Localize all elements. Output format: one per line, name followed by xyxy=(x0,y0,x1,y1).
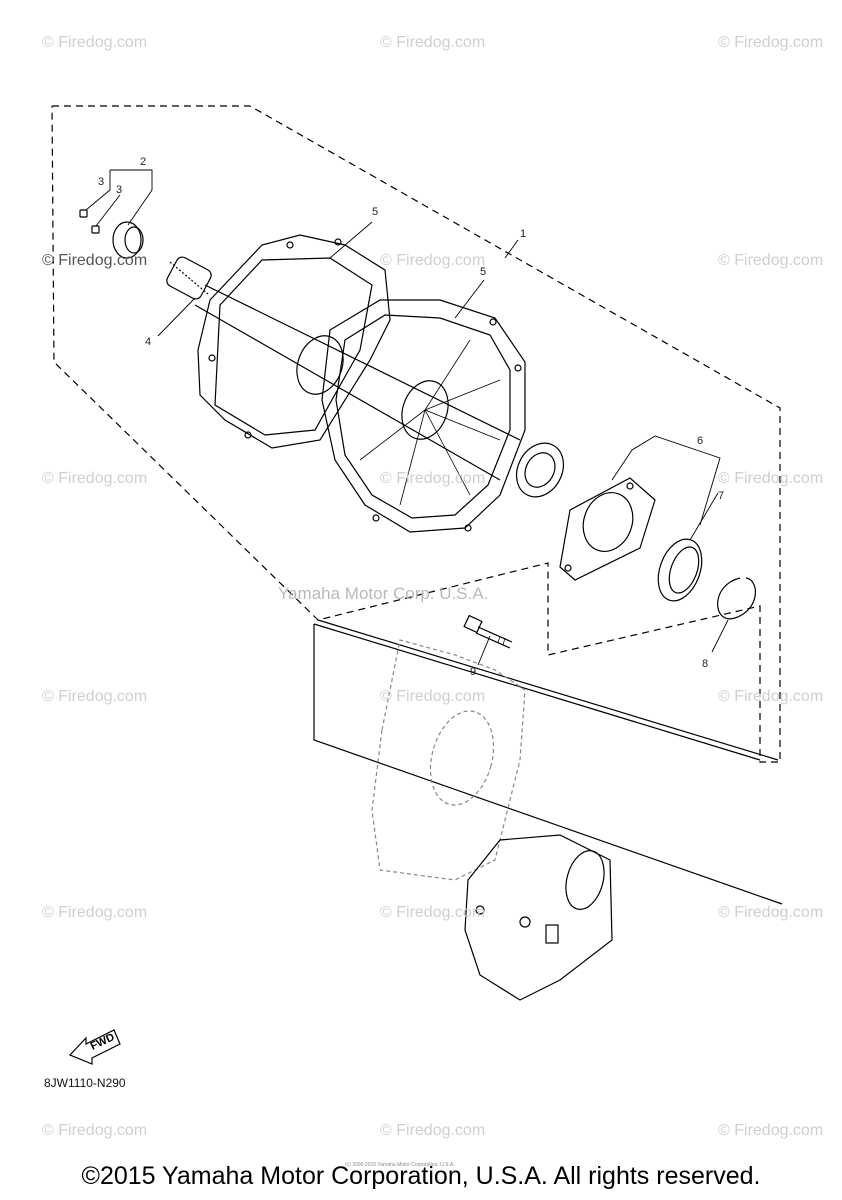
flange-gasket xyxy=(559,477,656,581)
drive-shaft xyxy=(166,256,565,498)
watermark: © Firedog.com xyxy=(42,470,148,487)
callout-3: 3 xyxy=(116,184,123,196)
gearcase-frame-left xyxy=(313,624,783,905)
watermark: © Firedog.com xyxy=(380,470,486,487)
leader-lines xyxy=(85,169,729,666)
small-part-b xyxy=(91,225,100,234)
watermark: © Firedog.com xyxy=(718,688,824,705)
fwd-arrow-icon xyxy=(68,1029,121,1065)
sprocket-front xyxy=(321,299,526,533)
watermark: © Firedog.com xyxy=(718,252,824,269)
watermark: © Firedog.com xyxy=(718,904,824,921)
assembly-outline xyxy=(51,105,781,763)
callout-1: 1 xyxy=(520,228,527,240)
callout-9: 9 xyxy=(470,666,477,678)
sprocket-rear xyxy=(197,234,391,449)
circlip xyxy=(717,577,757,620)
watermark: © Firedog.com xyxy=(380,1122,486,1139)
watermark: © Firedog.com xyxy=(42,252,148,269)
callout-5: 5 xyxy=(480,266,487,278)
gearcase-frame xyxy=(317,619,779,761)
watermark: © Firedog.com xyxy=(718,1122,824,1139)
watermark: © Firedog.com xyxy=(42,688,148,705)
watermark: © Firedog.com xyxy=(718,34,824,51)
bearing-cap xyxy=(112,221,144,259)
watermark: © Firedog.com xyxy=(380,34,486,51)
callout-2: 2 xyxy=(140,156,147,168)
copyright-notice: ©2015 Yamaha Motor Corporation, U.S.A. A… xyxy=(81,1162,761,1190)
watermark: © Firedog.com xyxy=(380,688,486,705)
callout-7: 7 xyxy=(718,490,725,502)
watermark: © Firedog.com xyxy=(42,904,148,921)
callout-3: 3 xyxy=(98,176,105,188)
callout-6: 6 xyxy=(697,435,704,447)
watermark: © Firedog.com xyxy=(718,470,824,487)
callout-8: 8 xyxy=(702,658,709,670)
watermark: © Firedog.com xyxy=(42,34,148,51)
oil-seal xyxy=(657,538,703,602)
watermark: © Firedog.com xyxy=(380,252,486,269)
diagram-code: 8JW1110-N290 xyxy=(44,1076,126,1090)
callout-4: 4 xyxy=(145,336,152,348)
watermark: © Firedog.com xyxy=(380,904,486,921)
tiny-copyright-note: (c) 2000-2015 Yamaha Motor Corporation, … xyxy=(345,1162,455,1168)
gear-case xyxy=(371,639,613,1001)
bolt xyxy=(463,614,513,649)
callout-5: 5 xyxy=(372,206,379,218)
sprocket-spokes xyxy=(359,339,501,506)
center-watermark: Yamaha Motor Corp. U.S.A. xyxy=(278,584,489,603)
small-part-a xyxy=(79,209,88,218)
watermark: © Firedog.com xyxy=(42,1122,148,1139)
